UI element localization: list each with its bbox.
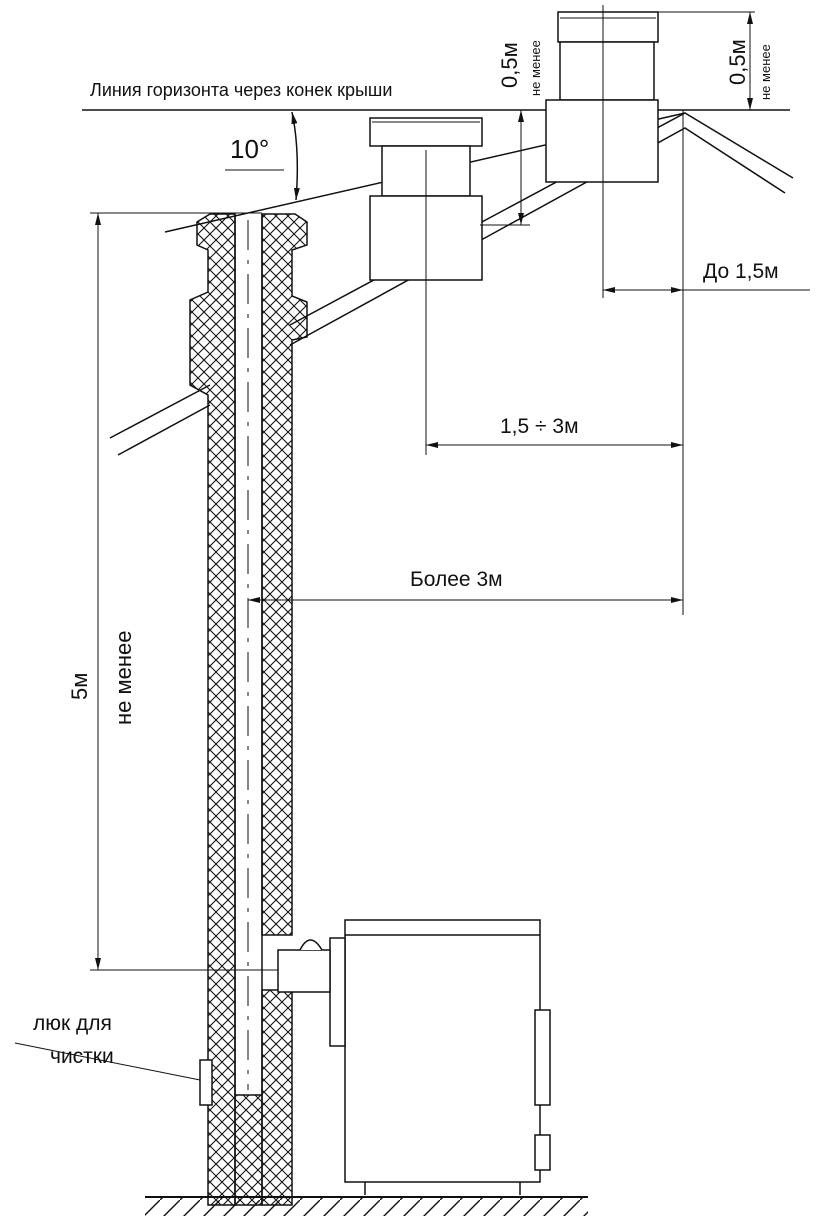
cleaning-hatch-label-line1: люк для [33,1012,112,1035]
chimney-pipe-right [545,11,659,183]
cleaning-hatch-leader [14,1042,201,1081]
horizon-line-label: Линия горизонта через конек крыши [90,80,392,100]
up-to-label: До 1,5м [703,260,779,283]
chimney-height-value: 5м [67,673,92,700]
height-right-note: не менее [758,44,773,100]
angle-label: 10° [230,134,269,164]
height-right-value: 0,5м [725,39,750,85]
more-than-label: Более 3м [410,568,503,591]
cleaning-hatch-label-line2: чистки [50,1045,114,1068]
floor [145,1196,588,1216]
angle-arc [291,111,300,201]
cleaning-hatch [199,1059,213,1106]
range-label: 1,5 ÷ 3м [500,415,579,438]
chimney-height-note: не менее [111,631,136,725]
height-left-value: 0,5м [497,42,522,88]
height-left-note: не менее [528,40,543,96]
brick-chimney [189,213,308,1206]
boiler [277,919,551,1195]
